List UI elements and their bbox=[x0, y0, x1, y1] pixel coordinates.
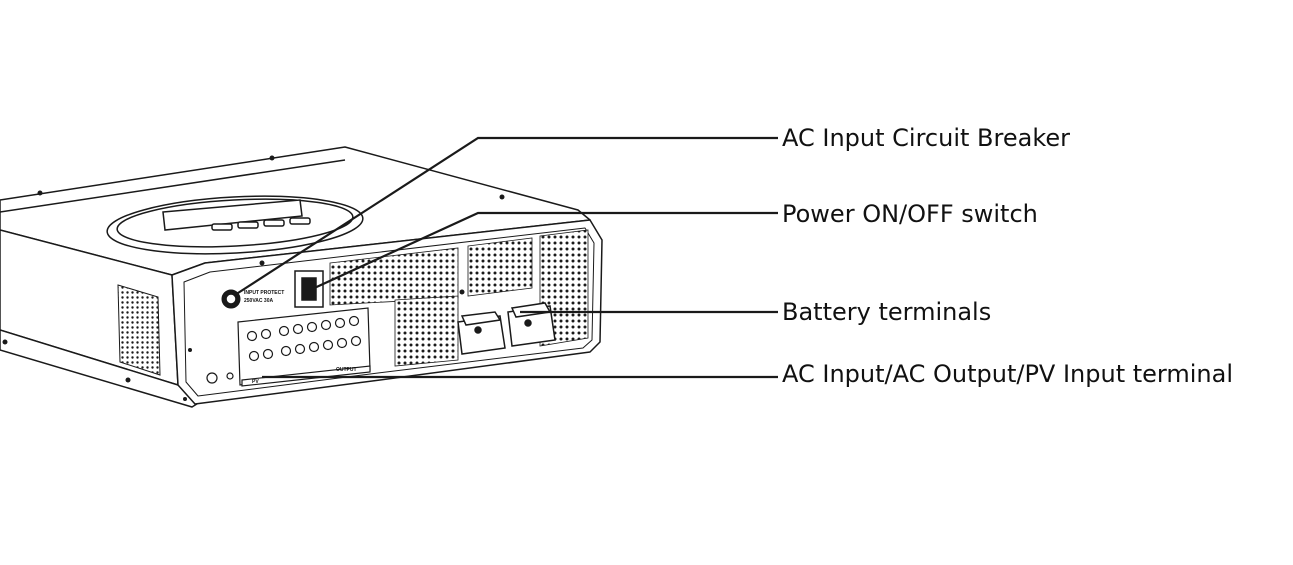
battery-bolt-icon bbox=[524, 319, 532, 327]
callout-label-breaker: AC Input Circuit Breaker bbox=[782, 124, 1070, 152]
terminal-block[interactable]: PV OUTPUT bbox=[206, 307, 371, 387]
screw-icon bbox=[125, 377, 131, 383]
leader-line-breaker bbox=[237, 136, 778, 294]
lcd-buttons bbox=[211, 217, 311, 231]
leader-lines bbox=[237, 136, 778, 379]
terminal-screw-icon[interactable] bbox=[262, 348, 274, 360]
terminal-screw-icon[interactable] bbox=[308, 341, 320, 353]
front-vent-grille bbox=[394, 295, 459, 367]
lcd-button-4[interactable] bbox=[289, 217, 311, 225]
top-edge bbox=[0, 159, 346, 213]
top-screws bbox=[37, 155, 505, 266]
rail-screws bbox=[2, 339, 187, 401]
terminal-screw-icon[interactable] bbox=[350, 335, 362, 347]
screw-icon bbox=[188, 348, 192, 352]
screw-icon bbox=[459, 289, 465, 295]
switch-rocker[interactable] bbox=[301, 277, 317, 301]
screw-icon bbox=[499, 194, 505, 200]
leader-line-switch bbox=[309, 211, 778, 291]
terminal-label-pv: PV bbox=[252, 379, 259, 385]
side-vent-grille bbox=[117, 284, 161, 376]
lcd-button-3[interactable] bbox=[263, 219, 285, 227]
battery-bolt-icon bbox=[474, 326, 482, 334]
breaker-text-2: 250VAC 30A bbox=[244, 298, 273, 304]
lcd-panel bbox=[106, 195, 364, 255]
screw-icon bbox=[259, 260, 265, 266]
terminal-screw-icon[interactable] bbox=[334, 317, 346, 329]
terminal-screw-icon[interactable] bbox=[260, 328, 272, 340]
breaker-knob-ring bbox=[225, 293, 237, 305]
front-screws bbox=[188, 289, 465, 352]
terminal-screw-icon[interactable] bbox=[348, 315, 360, 327]
power-switch[interactable] bbox=[294, 270, 324, 308]
battery-terminal-negative-cap bbox=[460, 311, 502, 326]
terminal-screw-icon[interactable] bbox=[292, 323, 304, 335]
screw-icon bbox=[269, 155, 275, 161]
ac-input-circuit-breaker[interactable]: INPUT PROTECT 250VAC 30A bbox=[221, 289, 284, 309]
terminal-screw-icon[interactable] bbox=[306, 321, 318, 333]
screw-icon bbox=[37, 190, 43, 196]
callout-label-switch: Power ON/OFF switch bbox=[782, 200, 1038, 228]
front-vent-grilles bbox=[329, 229, 589, 367]
lcd-screen bbox=[162, 199, 303, 231]
battery-terminals[interactable] bbox=[457, 302, 556, 355]
ground-icon bbox=[206, 372, 218, 384]
terminal-screw-icon[interactable] bbox=[278, 325, 290, 337]
front-vent-grille bbox=[467, 237, 533, 297]
terminal-label-output: OUTPUT bbox=[336, 367, 357, 373]
terminal-screws bbox=[246, 315, 362, 362]
callout-labels: AC Input Circuit Breaker Power ON/OFF sw… bbox=[782, 124, 1233, 388]
terminal-screw-icon[interactable] bbox=[280, 345, 292, 357]
ground-screw-icon bbox=[226, 372, 234, 380]
terminal-screw-icon[interactable] bbox=[246, 330, 258, 342]
callout-label-terminal: AC Input/AC Output/PV Input terminal bbox=[782, 360, 1233, 388]
terminal-screw-icon[interactable] bbox=[294, 343, 306, 355]
screw-icon bbox=[2, 339, 8, 345]
terminal-screw-icon[interactable] bbox=[336, 337, 348, 349]
callout-label-battery: Battery terminals bbox=[782, 298, 991, 326]
lcd-button-2[interactable] bbox=[237, 221, 259, 229]
terminal-screw-icon[interactable] bbox=[320, 319, 332, 331]
terminal-screw-icon[interactable] bbox=[322, 339, 334, 351]
lcd-button-1[interactable] bbox=[211, 223, 233, 231]
breaker-text-1: INPUT PROTECT bbox=[244, 290, 284, 296]
terminal-screw-icon[interactable] bbox=[248, 350, 260, 362]
screw-icon bbox=[183, 397, 187, 401]
